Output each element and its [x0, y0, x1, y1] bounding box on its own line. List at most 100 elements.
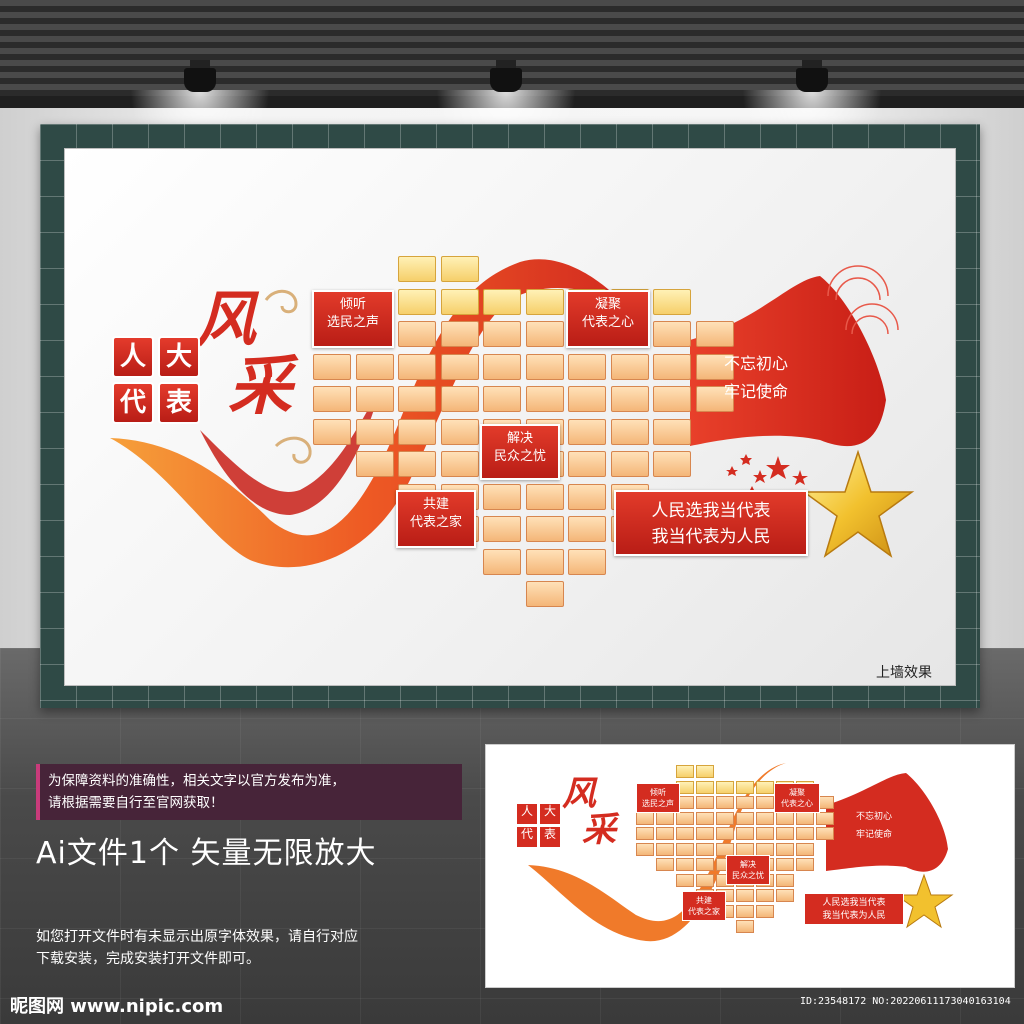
title-char: 代: [112, 382, 154, 424]
spotlight-icon: [182, 60, 218, 94]
label-line: 选民之声: [326, 315, 379, 330]
caption-line: 为保障资料的准确性，相关文字以官方发布为准，: [48, 773, 345, 789]
preview-tile: [716, 827, 734, 840]
preview-tile: [676, 858, 694, 871]
preview-tile: [636, 842, 654, 856]
photo-tile: [483, 386, 521, 412]
accuracy-caption: 为保障资料的准确性，相关文字以官方发布为准， 请根据需要自行至官网获取！: [36, 764, 462, 820]
preview-banner-line-1: 不忘初心: [856, 810, 892, 822]
preview-tile: [776, 889, 794, 902]
photo-tile: [653, 451, 691, 477]
preview-tile: [756, 904, 774, 918]
preview-tile: [696, 842, 714, 856]
preview-tile: [656, 827, 674, 840]
photo-tile: [695, 353, 734, 380]
photo-tile: [653, 288, 691, 315]
photo-tile: [568, 451, 606, 477]
wall-effect-label: 上墙效果: [876, 665, 932, 681]
font-note: 如您打开文件时有未显示出原字体效果，请自行对应 下载安装，完成安装打开文件即可。: [36, 926, 476, 970]
photo-tile: [398, 418, 436, 445]
label-build: 共建 代表之家: [396, 490, 476, 548]
photo-tile: [313, 353, 351, 380]
photo-tile: [610, 451, 649, 477]
preview-tile: [736, 904, 754, 918]
preview-tile: [736, 842, 754, 856]
label-line: 共建: [422, 497, 449, 512]
photo-tile: [440, 321, 479, 347]
svg-text:风: 风: [562, 774, 598, 814]
photo-tile: [398, 321, 436, 347]
photo-tile: [610, 386, 649, 412]
photo-tile: [610, 353, 649, 380]
svg-text:采: 采: [582, 810, 620, 850]
preview-banner-line-2: 牢记使命: [856, 828, 892, 840]
preview-tile: [776, 811, 794, 825]
preview-tile: [676, 765, 694, 778]
preview-tile: [696, 827, 714, 840]
photo-tile: [695, 321, 734, 347]
preview-tile: [676, 873, 694, 887]
preview-tile: [656, 842, 674, 856]
preview-tile: [736, 889, 754, 902]
preview-tile: [676, 842, 694, 856]
photo-tile: [525, 548, 564, 575]
preview-tile: [716, 796, 734, 809]
photo-tile: [398, 451, 436, 477]
preview-tile: [776, 842, 794, 856]
preview-tile: [736, 780, 754, 794]
photo-tile: [483, 321, 521, 347]
label-line: 代表之心: [581, 315, 634, 330]
photo-tile: [525, 581, 564, 607]
preview-tile: [736, 796, 754, 809]
photo-tile: [568, 418, 606, 445]
photo-tile: [483, 548, 521, 575]
photo-tile: [440, 418, 479, 445]
photo-tile: [355, 418, 394, 445]
preview-tile: [696, 765, 714, 778]
photo-tile: [398, 386, 436, 412]
preview-tile: [756, 780, 774, 794]
note-line: 如您打开文件时有未显示出原字体效果，请自行对应: [36, 929, 358, 945]
photo-tile: [610, 418, 649, 445]
banner-line: 牢记使命: [724, 382, 789, 401]
label-solve: 解决 民众之忧: [480, 424, 560, 480]
photo-tile: [355, 386, 394, 412]
preview-tile: [756, 811, 774, 825]
photo-tile: [568, 516, 606, 542]
photo-tile: [440, 256, 479, 282]
preview-tile: [656, 811, 674, 825]
spotlight-icon: [794, 60, 830, 94]
preview-tile: [716, 811, 734, 825]
preview-tile: [776, 873, 794, 887]
preview-tile: [756, 796, 774, 809]
photo-tile: [483, 288, 521, 315]
photo-tile: [483, 516, 521, 542]
slogan-box: 人民选我当代表 我当代表为人民: [614, 490, 808, 556]
photo-tile: [653, 353, 691, 380]
preview-tile: [736, 827, 754, 840]
preview-tile: [696, 796, 714, 809]
banner-slogan: 不忘初心 牢记使命: [724, 350, 788, 406]
preview-tile: [696, 873, 714, 887]
photo-tile: [440, 386, 479, 412]
file-headline: Ai文件1个 矢量无限放大: [36, 836, 377, 871]
note-line: 下载安装，完成安装打开文件即可。: [36, 951, 260, 967]
photo-tile: [313, 386, 351, 412]
label-line: 民众之忧: [493, 449, 546, 464]
preview-tile: [716, 842, 734, 856]
photo-tile: [483, 483, 521, 510]
preview-tile: [796, 858, 814, 871]
photo-tile: [483, 353, 521, 380]
title-char: 人: [112, 336, 154, 378]
title-char: 大: [158, 336, 200, 378]
preview-tile: [736, 811, 754, 825]
photo-tile: [398, 256, 436, 282]
preview-tile: [776, 858, 794, 871]
photo-tile: [525, 353, 564, 380]
preview-tile: [656, 858, 674, 871]
photo-tile: [440, 353, 479, 380]
photo-tile: [568, 386, 606, 412]
photo-tile: [313, 418, 351, 445]
preview-tile: [776, 827, 794, 840]
label-unite: 凝聚 代表之心: [566, 290, 650, 348]
